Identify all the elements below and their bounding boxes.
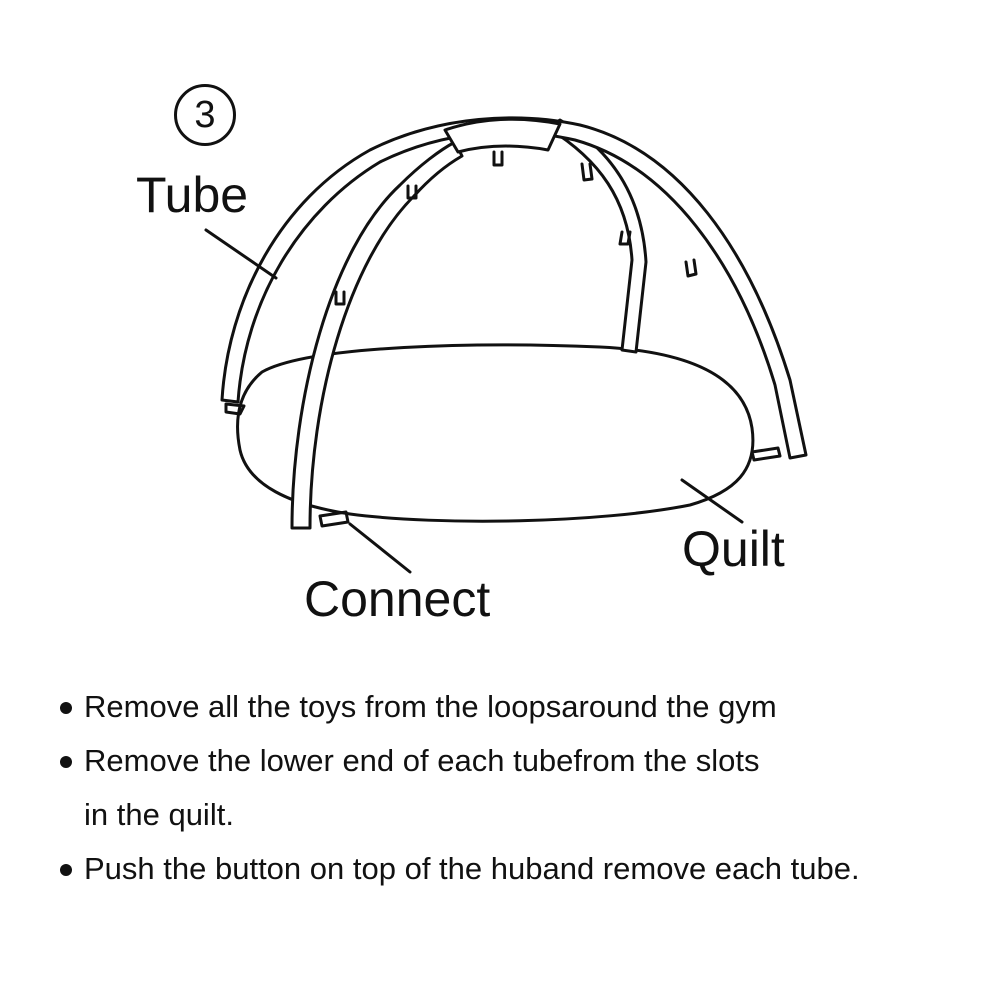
toy-loop [580,162,594,182]
outer-tube [220,116,808,460]
instruction-text: Remove all the toys from the loopsaround… [84,689,777,724]
toy-loop [406,184,418,200]
instruction-text: Remove the lower end of each tubefrom th… [84,743,760,778]
quilt-leader-line [680,478,744,524]
bullet-icon [60,756,72,768]
step-number-badge: 3 [174,84,236,146]
toy-loop [334,290,346,306]
tube-leader-line [204,228,278,280]
connector-left [224,402,246,416]
connect-label: Connect [304,571,491,627]
connector-front [318,510,350,528]
instruction-list: Remove all the toys from the loopsaround… [60,680,980,896]
toy-loop [618,230,632,246]
toy-loop [684,258,698,278]
instruction-text-continued: in the quilt. [84,797,234,832]
instruction-item: Push the button on top of the huband rem… [60,842,980,896]
toy-loop [492,150,504,167]
bullet-icon [60,864,72,876]
connector-right [750,446,782,462]
instruction-text: Push the button on top of the huband rem… [84,851,860,886]
quilt-label: Quilt [682,521,785,577]
tube-label: Tube [136,167,249,223]
play-gym-diagram: 3 Tube Quilt Connect [136,84,808,627]
instruction-item: Remove all the toys from the loopsaround… [60,680,980,734]
play-gym-illustration [204,116,808,574]
quilt-mat [236,343,755,523]
tube-hub [443,117,562,154]
instruction-item: Remove the lower end of each tubefrom th… [60,734,980,842]
connect-leader-line [348,522,412,574]
bullet-icon [60,702,72,714]
